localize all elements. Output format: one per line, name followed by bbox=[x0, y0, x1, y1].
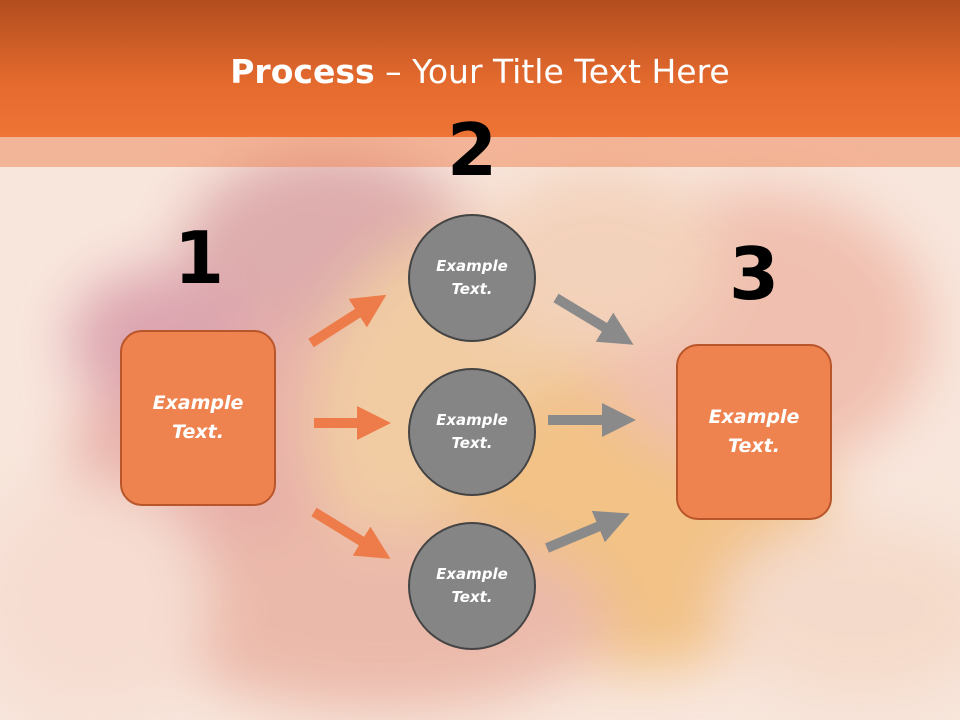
step-number-3: 3 bbox=[728, 232, 780, 316]
step-number-1: 1 bbox=[173, 216, 225, 300]
right-box-text: Example Text. bbox=[708, 406, 800, 457]
arrow-to-bottom-circle bbox=[311, 507, 391, 559]
circle-bottom-text: Example Text. bbox=[436, 565, 508, 606]
slide-title-rest: – Your Title Text Here bbox=[374, 52, 730, 91]
title-bar-band bbox=[0, 137, 960, 167]
circle-middle[interactable]: Example Text. bbox=[408, 368, 536, 496]
circle-bottom[interactable]: Example Text. bbox=[408, 522, 536, 650]
circle-top-text: Example Text. bbox=[436, 257, 508, 298]
title-bar bbox=[0, 0, 960, 137]
left-box[interactable]: Example Text. bbox=[120, 330, 276, 506]
circle-middle-text: Example Text. bbox=[436, 411, 508, 452]
circle-top[interactable]: Example Text. bbox=[408, 214, 536, 342]
slide-title-bold: Process bbox=[230, 52, 375, 91]
arrow-from-top-circle bbox=[553, 293, 634, 345]
arrow-from-bottom-circle bbox=[545, 510, 630, 553]
arrow-to-top-circle bbox=[308, 294, 387, 348]
right-box[interactable]: Example Text. bbox=[676, 344, 832, 520]
slide-title[interactable]: Process – Your Title Text Here bbox=[0, 52, 960, 91]
step-number-2: 2 bbox=[446, 108, 498, 192]
left-box-text: Example Text. bbox=[152, 392, 244, 443]
